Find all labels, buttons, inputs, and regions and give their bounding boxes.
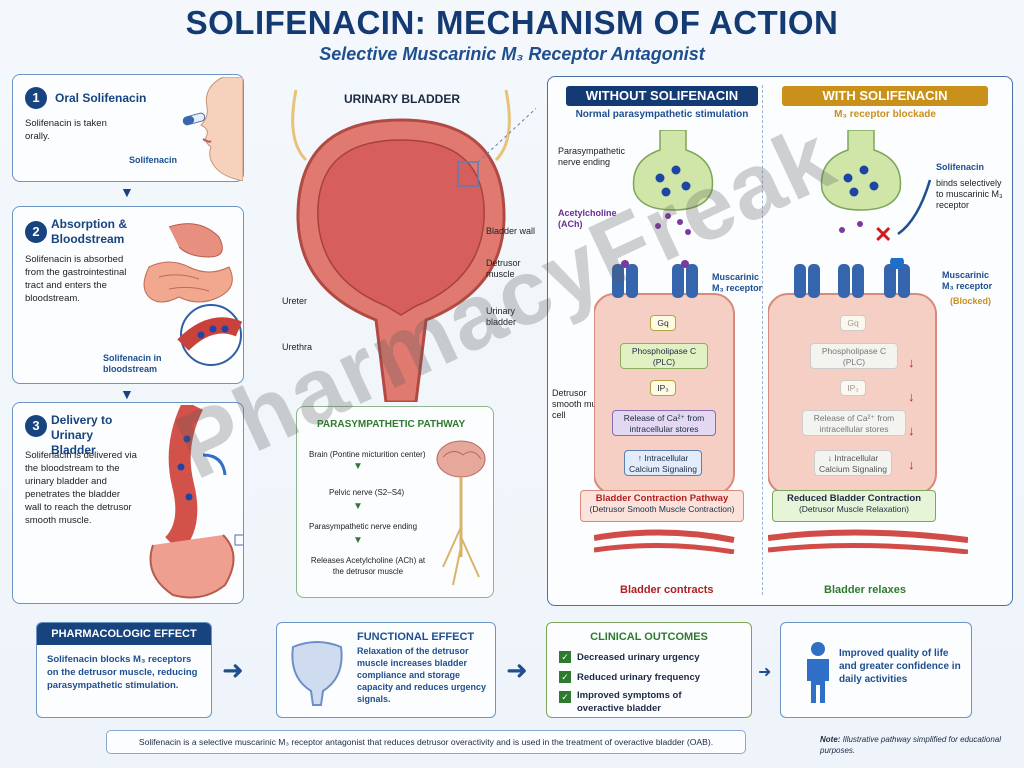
drug-desc: binds selectively to muscarinic M₃ recep…: [936, 178, 1003, 210]
clinical-item: Improved symptoms of overactive bladder: [577, 690, 682, 714]
contraction-title: Bladder Contraction Pathway: [595, 493, 729, 504]
pathway-card: PARASYMPATHETIC PATHWAY Brain (Pontine m…: [296, 406, 494, 598]
step-3-card: 3 Delivery to Urinary Bladder Solifenaci…: [12, 402, 244, 604]
step-text: Solifenacin is delivered via the bloodst…: [25, 450, 137, 526]
footnote-text: Illustrative pathway simplified for educ…: [820, 735, 1001, 755]
step-1-card: 1 Oral Solifenacin Solifenacin is taken …: [12, 74, 244, 182]
svg-text:✕: ✕: [874, 222, 892, 247]
summary-box: Solifenacin is a selective muscarinic M₃…: [106, 730, 746, 754]
step-2-card: 2 Absorption & Bloodstream Solifenacin i…: [12, 206, 244, 384]
functional-title: FUNCTIONAL EFFECT: [357, 631, 475, 643]
footnote: Note: Illustrative pathway simplified fo…: [820, 734, 1016, 756]
with-outcome: Bladder relaxes: [824, 584, 906, 596]
pathway-item: Brain (Pontine micturition center): [309, 450, 426, 459]
urethra-label: Urethra: [282, 342, 313, 352]
step-text: Solifenacin is absorbed from the gastroi…: [25, 254, 127, 304]
pathway-item: Pelvic nerve (S2–S4): [329, 488, 405, 497]
without-outcome: Bladder contracts: [620, 584, 714, 596]
bladder-title: URINARY BLADDER: [344, 92, 461, 106]
pathway-arrow: ▼: [353, 501, 363, 512]
nerve-ending-label: Parasympathetic nerve ending: [558, 146, 626, 167]
red-down-arrows: ↓↓↓↓: [908, 355, 915, 472]
pathway-item: Parasympathetic nerve ending: [309, 522, 418, 531]
quality-text: Improved quality of life and greater con…: [839, 648, 961, 685]
step-number: 2: [25, 221, 47, 243]
summary-text: Solifenacin is a selective muscarinic M₃…: [138, 737, 714, 747]
step-title: Oral Solifenacin: [55, 91, 147, 105]
ip3-box: IP₃: [650, 380, 676, 396]
page-subtitle: Selective Muscarinic M₃ Receptor Antagon…: [319, 44, 705, 64]
plc-box-faded: Phospholipase C (PLC): [810, 343, 898, 369]
flow-arrow: ➜: [222, 655, 244, 685]
blocked-label: (Blocked): [950, 296, 992, 306]
detrusor-muscle-label: Detrusor muscle: [486, 258, 521, 279]
clinical-title: CLINICAL OUTCOMES: [590, 631, 708, 643]
with-subheader: M₃ receptor blockade: [834, 109, 936, 120]
step-title: Delivery to Urinary Bladder: [51, 413, 113, 457]
reduced-contraction-box: Reduced Bladder Contraction (Detrusor Mu…: [772, 490, 936, 522]
pharmacologic-effect-card: PHARMACOLOGIC EFFECT Solifenacin blocks …: [36, 622, 212, 718]
step-title: Absorption & Bloodstream: [51, 217, 127, 246]
panel-divider: [762, 85, 763, 595]
without-subheader: Normal parasympathetic stimulation: [575, 109, 749, 120]
flow-arrow: ➜: [758, 664, 772, 681]
muscle-cell-label: Detrusor smooth muscle cell: [552, 388, 613, 420]
pill-label: Solifenacin: [129, 155, 178, 165]
gq-box: Gq: [650, 315, 676, 331]
check-icon: ✓: [559, 691, 571, 703]
flow-arrow: ▼: [120, 184, 134, 200]
quality-of-life-card: Improved quality of life and greater con…: [780, 622, 972, 718]
calcium-signal-box: ↑ Intracellular Calcium Signaling: [624, 450, 702, 476]
flow-arrow: ▼: [120, 386, 134, 402]
ip3-box-faded: IP₃: [840, 380, 866, 396]
contraction-sub: (Detrusor Smooth Muscle Contraction): [589, 504, 735, 514]
clinical-item: Decreased urinary urgency: [577, 652, 700, 663]
page-title: SOLIFENACIN: MECHANISM OF ACTION: [185, 4, 839, 41]
flow-arrow: ➜: [506, 655, 528, 685]
gq-box-faded: Gq: [840, 315, 866, 331]
bladder-illustration: [291, 89, 536, 402]
person-icon: [807, 642, 829, 703]
reduced-title: Reduced Bladder Contraction: [786, 493, 922, 504]
calcium-signal-box-faded: ↓ Intracellular Calcium Signaling: [814, 450, 892, 476]
clinical-item: Reduced urinary frequency: [577, 672, 701, 683]
intestine-illustration: [143, 223, 243, 366]
without-nerve-svg: [632, 130, 714, 235]
contraction-pathway-box: Bladder Contraction Pathway (Detrusor Sm…: [580, 490, 744, 522]
step-text: Solifenacin is taken orally.: [25, 118, 107, 142]
plc-box: Phospholipase C (PLC): [620, 343, 708, 369]
without-header: WITHOUT SOLIFENACIN: [566, 86, 758, 106]
clinical-outcomes-card: CLINICAL OUTCOMES ✓ Decreased urinary ur…: [546, 622, 752, 718]
urinary-bladder-label: Urinary bladder: [486, 306, 517, 327]
pathway-arrow: ▼: [353, 535, 363, 546]
ach-label: Acetylcholine (ACh): [558, 208, 617, 229]
relaxed-bladder-icon: [291, 641, 343, 706]
calcium-release-box: Release of Ca²⁺ from intracellular store…: [612, 410, 716, 436]
pathway-title: PARASYMPATHETIC PATHWAY: [317, 419, 466, 430]
functional-text: Relaxation of the detrusor muscle increa…: [357, 646, 487, 704]
ureter-label: Ureter: [282, 296, 308, 306]
bloodstream-label: Solifenacin in bloodstream: [103, 353, 162, 374]
step-number: 3: [25, 415, 47, 437]
blood-vessel-bladder-illustration: [149, 405, 243, 599]
brain-nerve-illustration: [436, 440, 486, 586]
blocked-receptor-label: Muscarinic M₃ receptor: [942, 270, 993, 291]
check-icon: ✓: [559, 671, 571, 683]
pathway-item: Releases Acetylcholine (ACh) at the detr…: [310, 556, 426, 576]
functional-effect-card: FUNCTIONAL EFFECT Relaxation of the detr…: [276, 622, 496, 718]
footnote-label: Note:: [820, 735, 841, 744]
pharmacologic-text: Solifenacin blocks M₃ receptors on the d…: [47, 654, 198, 691]
drug-label: Solifenacin: [936, 162, 985, 172]
with-nerve-svg: ✕: [820, 130, 932, 247]
step-number: 1: [25, 87, 47, 109]
face-pill-illustration: [182, 77, 243, 181]
calcium-release-box-faded: Release of Ca²⁺ from intracellular store…: [802, 410, 906, 436]
bladder-wall-label: Bladder wall: [486, 226, 536, 236]
pharmacologic-title: PHARMACOLOGIC EFFECT: [37, 623, 211, 645]
pathway-arrow: ▼: [353, 461, 363, 472]
receptor-label: Muscarinic M₃ receptor: [712, 272, 763, 293]
with-header: WITH SOLIFENACIN: [782, 86, 988, 106]
check-icon: ✓: [559, 651, 571, 663]
reduced-sub: (Detrusor Muscle Relaxation): [798, 504, 910, 514]
